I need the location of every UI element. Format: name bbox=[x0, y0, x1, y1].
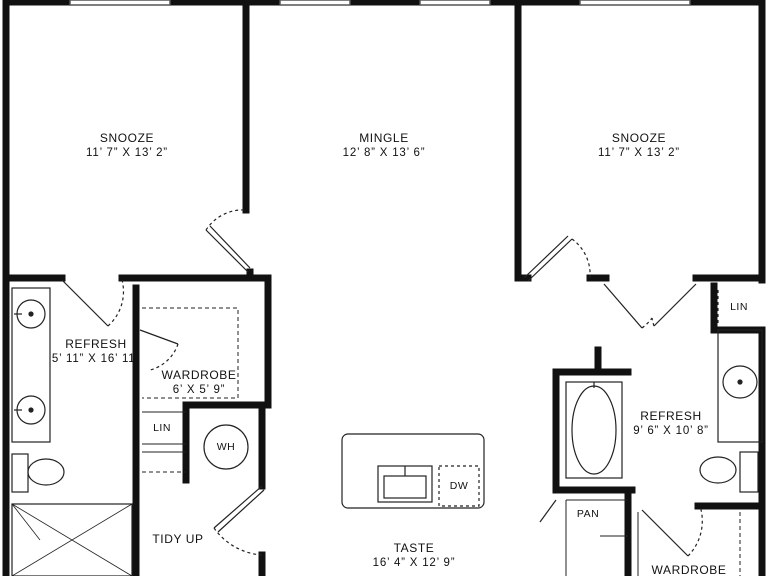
room-name: TASTE bbox=[393, 541, 435, 555]
room-dimensions: 6’ X 5’ 9” bbox=[172, 384, 226, 396]
room-label-mingle: MINGLE 12’ 8” X 13’ 6” bbox=[343, 131, 426, 161]
room-name: REFRESH bbox=[65, 337, 127, 351]
room-name: SNOOZE bbox=[611, 131, 667, 145]
room-dimensions: 16’ 4” X 12’ 9” bbox=[372, 557, 456, 569]
room-label-snooze-left: SNOOZE 11’ 7” X 13’ 2” bbox=[86, 131, 168, 161]
room-dimensions: 5’ 11” X 16’ 11” bbox=[51, 353, 141, 365]
room-name: SNOOZE bbox=[99, 131, 155, 145]
closet-lines bbox=[142, 307, 741, 576]
left-bath-fixtures bbox=[11, 287, 133, 576]
right-bath-fixtures bbox=[565, 329, 763, 493]
room-label-snooze-right: SNOOZE 11’ 7” X 13’ 2” bbox=[598, 131, 680, 161]
water-heater-symbol bbox=[203, 424, 249, 470]
room-dimensions: 11’ 7” X 13’ 2” bbox=[598, 147, 680, 159]
room-dimensions: 9’ 6” X 10’ 8” bbox=[633, 425, 709, 437]
kitchen-island bbox=[341, 433, 485, 509]
fixture-label-lin-right: LIN bbox=[730, 301, 748, 313]
room-label-wardrobe-left: WARDROBE 6’ X 5’ 9” bbox=[161, 368, 236, 398]
windows bbox=[69, 0, 691, 6]
room-dimensions: 11’ 7” X 13’ 2” bbox=[86, 147, 168, 159]
room-name: TIDY UP bbox=[152, 532, 204, 546]
room-name: REFRESH bbox=[640, 409, 702, 423]
doors bbox=[61, 209, 719, 557]
room-label-refresh-left: REFRESH 5’ 11” X 16’ 11” bbox=[52, 337, 140, 367]
room-name: WARDROBE bbox=[651, 563, 727, 577]
room-name: WARDROBE bbox=[161, 368, 237, 382]
fixture-label-wh: WH bbox=[216, 441, 236, 453]
room-name: MINGLE bbox=[359, 131, 409, 145]
room-label-tidy-up: TIDY UP bbox=[152, 532, 203, 547]
room-label-wardrobe-right: WARDROBE bbox=[651, 563, 726, 578]
fixture-label-pan: PAN bbox=[576, 508, 600, 520]
fixture-label-lin-left: LIN bbox=[153, 422, 171, 434]
room-label-refresh-right: REFRESH 9’ 6” X 10’ 8” bbox=[633, 409, 709, 439]
room-label-taste: TASTE 16’ 4” X 12’ 9” bbox=[373, 541, 456, 571]
fixture-label-dw: DW bbox=[449, 480, 469, 492]
room-dimensions: 12’ 8” X 13’ 6” bbox=[342, 147, 426, 159]
